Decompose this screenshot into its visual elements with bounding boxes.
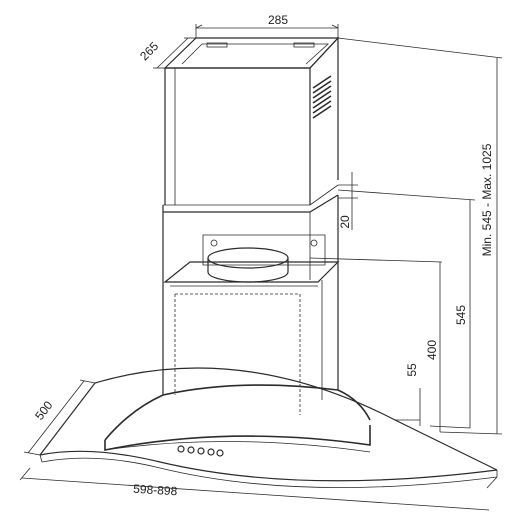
dim-top-depth: 265 [137,37,196,69]
vent-slots [312,75,332,119]
canopy [39,367,498,488]
dim-label-20: 20 [338,215,352,229]
motor-bracket [163,234,340,415]
dim-label-545: 545 [454,305,468,325]
dim-55: 55 [405,363,421,426]
upper-chimney [163,36,340,206]
dim-400: 400 [425,262,441,432]
lower-chimney [162,194,339,400]
dim-label-height-range: Min. 545 - Max. 1025 [480,143,494,256]
extension-lines [309,37,503,435]
dim-depth-500: 500 [23,379,96,456]
dim-label-500: 500 [32,398,56,423]
dim-label-598-898: 598-898 [133,482,178,499]
dim-label-265: 265 [137,39,161,63]
dim-label-285: 285 [268,13,288,27]
dim-overall-height: Min. 545 - Max. 1025 [480,58,498,434]
dim-width-range: 598-898 [19,467,498,511]
dim-top-width: 285 [195,13,339,38]
dim-label-55: 55 [405,363,419,377]
control-buttons [177,445,224,457]
dim-545: 545 [454,200,471,428]
dim-gap-20: 20 [338,172,358,230]
dim-label-400: 400 [425,340,439,360]
